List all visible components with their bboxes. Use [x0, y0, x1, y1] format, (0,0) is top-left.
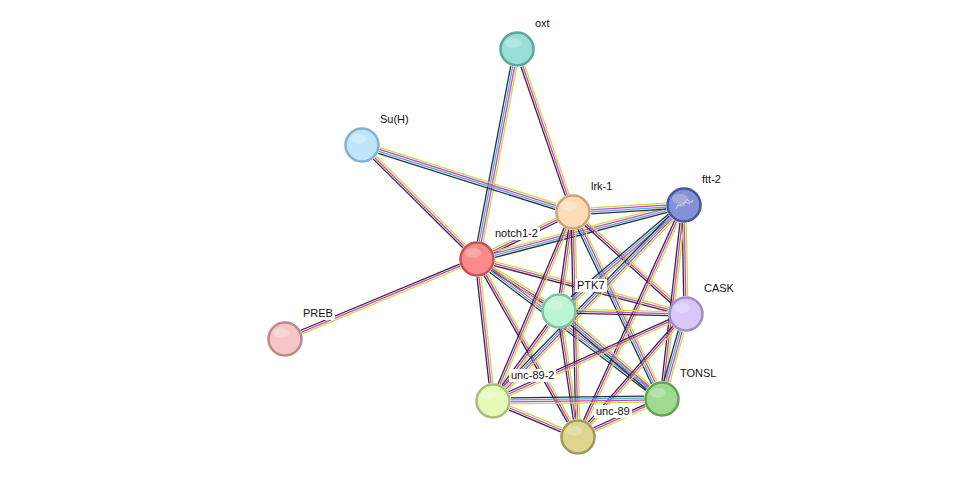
node-label: Su(H): [378, 113, 411, 126]
interaction-edge: [591, 203, 666, 214]
interaction-edge: [509, 320, 671, 396]
node-label: PREB: [301, 307, 335, 320]
interaction-edge: [503, 216, 673, 390]
protein-node: unc-89-2: [475, 383, 511, 419]
node-circle: [499, 31, 535, 67]
node-label: notch1-2: [493, 227, 540, 240]
node-label: unc-89: [594, 405, 632, 418]
protein-node: notch1-2: [459, 241, 495, 277]
protein-node: CASK: [668, 296, 704, 332]
interaction-edge: [301, 264, 461, 334]
node-label: lrk-1: [589, 180, 614, 193]
protein-node: PTK7: [541, 293, 577, 329]
node-label: unc-89-2: [509, 369, 556, 382]
node-circle: [666, 187, 702, 223]
protein-node: Su(H): [344, 127, 380, 163]
node-label: oxt: [533, 17, 552, 30]
protein-node: lrk-1: [555, 194, 591, 230]
node-circle: [560, 419, 596, 455]
node-circle: [644, 381, 680, 417]
interaction-edge: [477, 66, 516, 242]
node-circle: [668, 296, 704, 332]
node-circle: [267, 321, 303, 357]
protein-node: TONSL: [644, 381, 680, 417]
interaction-edge: [494, 262, 669, 312]
interaction-edge: [521, 65, 569, 195]
interaction-edge: [560, 329, 578, 420]
interaction-edge: [571, 320, 651, 389]
node-circle: [475, 383, 511, 419]
node-label: PTK7: [575, 279, 607, 292]
node-circle: [541, 293, 577, 329]
node-circle: [459, 241, 495, 277]
node-label: ftt-2: [700, 173, 723, 186]
protein-node: unc-89: [560, 419, 596, 455]
protein-node: oxt: [499, 31, 535, 67]
interaction-edge: [594, 405, 647, 432]
node-circle: [555, 194, 591, 230]
protein-node: PREB: [267, 321, 303, 357]
interaction-edge: [577, 309, 668, 315]
node-label: TONSL: [678, 367, 718, 380]
interaction-edge: [477, 277, 493, 384]
interaction-edge: [511, 396, 644, 404]
interaction-edge: [378, 148, 557, 210]
node-circle: [344, 127, 380, 163]
node-label: CASK: [702, 282, 736, 295]
protein-node: ftt-2: [666, 187, 702, 223]
interaction-edge: [509, 406, 562, 432]
